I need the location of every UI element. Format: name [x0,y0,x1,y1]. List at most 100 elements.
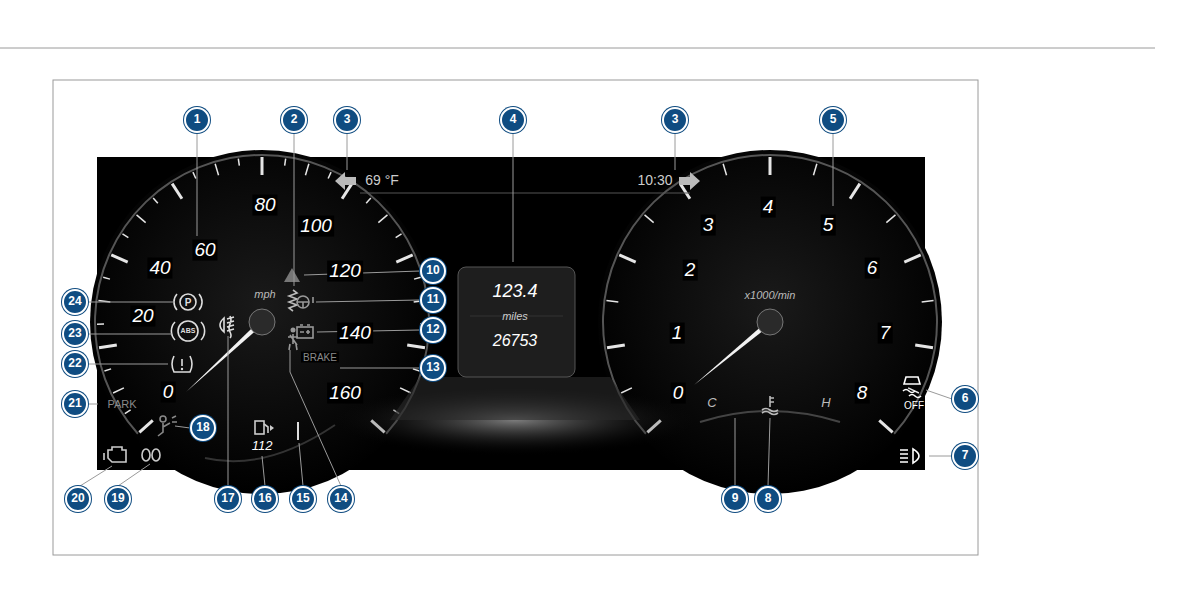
callout-number: 6 [952,386,978,412]
callout-number: 13 [420,355,446,381]
callout-number: 5 [820,107,846,133]
leader-line [926,390,952,399]
leader-line [299,443,303,486]
gauge-tick [153,198,158,203]
callout-number: 3 [662,107,688,133]
gauge-number: 120 [327,261,363,282]
leader-line [294,133,295,286]
gauge-tick [769,157,772,175]
gauge-number: 6 [865,258,880,279]
gauge-tick [104,369,111,371]
fuel-side-arrow [270,425,274,431]
leader-line [88,364,168,365]
fuel-pump-icon [255,421,264,434]
gauge-tick [215,164,218,176]
gauge-tick [172,184,182,199]
gauge-tick [125,410,131,414]
gauge-tick [103,277,110,279]
trip-display [458,267,575,377]
seatbelt-icon [288,334,298,350]
trip-value: 123.4 [492,282,537,302]
callout-number: 18 [190,415,216,441]
esp-off-icon [903,377,921,398]
callout-number: 3 [334,107,360,133]
gauge-tick [137,215,146,223]
leader-line [833,133,834,206]
gauge-tick [413,369,420,371]
leader-line [929,456,952,457]
gauge-number: 7 [878,323,893,344]
coolant-scale: C [707,396,716,410]
seatbelt-icon [291,328,296,333]
gauge-tick [366,198,371,203]
gauge-number: 40 [147,258,172,279]
abs-icon [178,321,198,341]
callout-number: 22 [62,351,88,377]
right-arrow [679,172,700,190]
gauge-tick [97,323,104,325]
callout-number: 16 [252,486,278,512]
leader-line [316,300,420,302]
gauge-number: 80 [252,195,277,216]
gauge-tick [606,300,618,302]
gauge-unit: mph [254,288,275,300]
leader-line [88,334,172,335]
coolant-icon [762,396,778,415]
callout-number: 1 [184,107,210,133]
callout-number: 11 [420,287,446,313]
parking-brake-icon [180,294,196,310]
callout-number: 20 [65,486,91,512]
battery-icon [297,327,313,338]
gauge-number: 20 [130,306,155,327]
odometer-value: 26753 [493,332,538,350]
left-arrow [335,172,356,190]
engine-icon [104,447,126,462]
glow-plug-icon [152,449,160,461]
gauge-rim [94,154,430,434]
gauge-tick [879,420,892,432]
airbag-icon [158,416,177,436]
callout-number: 7 [952,443,978,469]
gauge-tick [886,215,895,223]
gauge-tick [607,345,625,348]
leader-line [347,133,348,170]
gauge-tick [238,159,239,166]
page-rule [0,48,1155,49]
leader-line [197,133,198,236]
gauge-tick [111,255,127,262]
gauge-tick [396,234,402,238]
gauge-number: 5 [821,215,836,236]
gauge-tick [396,255,412,262]
leader-line [735,418,736,486]
gauge-tick [915,345,933,348]
gauge-number: 4 [761,197,776,218]
icon-letter: ABS [181,327,196,335]
leader-line [118,464,150,486]
gauge-tick [680,184,690,199]
callout-number: 15 [290,486,316,512]
leader-line [768,418,770,486]
gauge-tick [813,164,816,176]
callout-number: 4 [500,107,526,133]
warning-text: PARK [107,398,136,410]
gauge-tick [723,164,726,176]
fog-light-icon [220,316,234,338]
needle-hub [249,309,275,335]
status-text: 10:30 [637,173,672,188]
gauge-number: 60 [192,240,217,261]
leader-line [175,426,190,428]
gauge-tick [407,345,425,348]
fuel-pump-icon [264,424,268,433]
status-text: 69 °F [365,173,399,188]
figure-frame [53,80,978,555]
gauge-tick [414,277,421,279]
callout-number: 10 [420,258,446,284]
leader-line [290,350,341,486]
gauge-tick [922,300,934,302]
gauge-number: 0 [671,383,686,404]
display-shelf [390,377,640,420]
gauge-number: 3 [701,215,716,236]
driver-assist-icon [284,268,300,282]
glow-plug-icon [142,449,150,461]
